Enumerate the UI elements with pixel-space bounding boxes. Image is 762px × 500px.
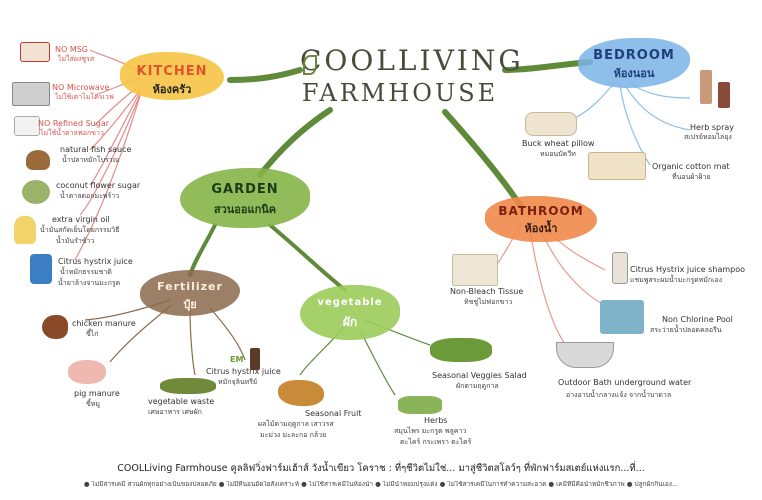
spray-icon [700,70,712,104]
bathroom-blob [485,196,597,242]
bathroom-item-2-thai: สระว่ายน้ำปลอดคลอรีน [650,326,722,334]
bathroom-item-0-label: Non-Bleach Tissue [450,287,524,296]
bathroom-thai-title: ห้องน้ำ [524,222,558,235]
title-line-2: FARMHOUSE [301,79,499,107]
kitchen-item-4-label: coconut flower sugar [56,181,141,190]
fertilizer-item-2-label: vegetable waste [148,397,215,406]
salad-icon [430,338,492,362]
mat-icon [588,152,646,180]
garden-branch [257,107,333,178]
garden-thai-title: สวนออแกนิค [213,203,277,216]
herbs-icon [398,396,442,414]
coconut-icon [22,180,50,204]
kitchen-title: KITCHEN [136,64,208,79]
bedroom-item-0-thai: หมอนบัควีท [540,150,576,158]
bathroom-item-3-thai: อ่างอาบน้ำกลางแจ้ง จากน้ำบาดาล [566,391,672,399]
bedroom-blob [578,38,690,88]
fertilizer-item-1-thai: ขี้หมู [86,400,101,408]
fertilizer-thai-title: ปุ๋ย [183,298,197,311]
vegetable-item-2-thai-2: ตะไคร้ กระเพรา ตะไคร้ [400,438,472,446]
fertilizer-title: Fertilizer [157,280,223,293]
fertilizer-blob [140,270,240,316]
fish-sauce-icon [26,150,50,170]
kitchen-item-2-label: NO Refined Sugar [38,119,110,128]
fertilizer-item-4-label: Citrus hystrix juice [206,367,281,376]
fertilizer-item-4-thai: หมักจุลินทรีย์ [218,378,258,386]
footer-bullets: ● ไม่มีสารเคมี สวนผักทุกอย่างเป็นของปลอด… [83,481,679,488]
bedroom-item-1-label: Herb spray [690,123,735,132]
vegetable-item-0-thai: ผลไม้ตามฤดูกาล เสาวรส [258,420,334,428]
kitchen-item-4-thai: น้ำตาลดอกมะพร้าว [60,192,120,200]
fertilizer-item-2-thai: เศษอาหาร เศษผัก [148,408,202,416]
kitchen-item-0-thai: ไม่ใส่ผงชูรส [58,55,95,63]
shampoo-icon [612,252,628,284]
garden-title: GARDEN [211,182,279,197]
kitchen-item-1-label: NO Microwave [52,83,110,92]
vegetable-item-1-label: Seasonal Veggies Salad [432,371,527,380]
kitchen-item-3-thai: น้ำปลาหมักโบราณ [62,156,120,164]
chicken-icon [42,315,68,339]
fertilizer-item-3-label: EM [230,355,244,364]
fertilizer-item-1-label: pig manure [74,389,120,398]
vegetable-item-2-thai: สมุนไพร มะกรูด พลูคาว [394,427,467,435]
kitchen-branch [227,67,303,83]
kitchen-item-3-label: natural fish sauce [60,145,132,154]
footer-headline: COOLLiving Farmhouse คูลลิฟวิ่งฟาร์มเฮ้า… [117,463,645,474]
fertilizer-item-0-label: chicken manure [72,319,136,328]
tissue-icon [452,254,498,286]
fertilizer-branch [188,223,217,277]
bedroom-item-2-label: Organic cotton mat [652,162,730,171]
kitchen-item-0-label: NO MSG [55,45,89,54]
vegetable-title: vegetable [317,297,383,308]
vegetable-item-0-thai-2: มะม่วง มะละกอ กล้วย [260,431,327,439]
fertilizer-item-0-thai: ขี้ไก่ [86,330,99,338]
bath-icon [556,342,614,368]
vegetable-item-1-thai: ผักตามฤดูกาล [456,382,499,390]
kitchen-item-5-thai-2: น้ำมันรำข้าว [56,237,95,245]
kitchen-item-6-thai: น้ำหมักธรรมชาติ [60,268,112,276]
vegetable-item-2-label: Herbs [424,416,448,425]
bedroom-title: BEDROOM [593,48,675,63]
kitchen-item-6-label: Citrus hystrix juice [58,257,133,266]
kitchen-item-6-thai-2: น้ำยาล้างจานมะกรูด [58,279,121,287]
title-line-1: COOLLIVING [300,44,524,77]
bedroom-item-0-label: Buck wheat pillow [522,139,595,148]
kitchen-blob [120,52,224,100]
sugar-icon [14,116,40,136]
spray-icon-2 [718,82,730,108]
bathroom-title: BATHROOM [498,204,584,218]
garden-blob [180,168,310,228]
bathroom-item-2-label: Non Chlorine Pool [662,315,733,324]
vegetable-item-0-label: Seasonal Fruit [305,409,362,418]
vegetable-blob [300,285,400,340]
kitchen-item-1-thai: ไม่ใช้เตาไมโครเวฟ [55,93,114,101]
bathroom-item-3-label: Outdoor Bath underground water [558,378,692,387]
kitchen-item-5-label: extra virgin oil [52,215,110,224]
bedroom-item-2-thai: ที่นอนผ้าฝ้าย [672,173,711,181]
pig-icon [68,360,106,384]
microwave-icon [12,82,50,106]
kitchen-item-2-thai: ไม่ใช้น้ำตาลฟอกขาว [40,129,104,137]
kitchen-thai-title: ห้องครัว [152,83,192,96]
em-bottle-icon [250,348,260,370]
bathroom-branch [442,109,523,208]
jug-icon [30,254,52,284]
veg-waste-icon [160,378,216,394]
bedroom-thai-title: ห้องนอน [613,67,655,80]
bedroom-item-1-thai: สเปรย์หอมไล่ยุง [684,133,732,141]
msg-icon [20,42,50,62]
bathroom-item-1-thai: แชมพูสระผมน้ำมะกรูดหมักเอง [630,276,723,284]
vegetable-thai-title: ผัก [342,315,358,329]
title-leaf-icon [303,55,317,75]
bathroom-item-1-label: Citrus Hystrix juice shampoo [630,265,746,274]
kitchen-item-5-thai: น้ำมันสกัดเย็นโดยกรรมวิธี [40,226,120,234]
pillow-icon [525,112,577,136]
fruit-icon [278,380,324,406]
vegetable-branch [268,223,347,292]
bathroom-item-0-thai: ทิชชู่ไม่ฟอกขาว [464,298,513,306]
oil-icon [14,216,36,244]
pool-icon [600,300,644,334]
